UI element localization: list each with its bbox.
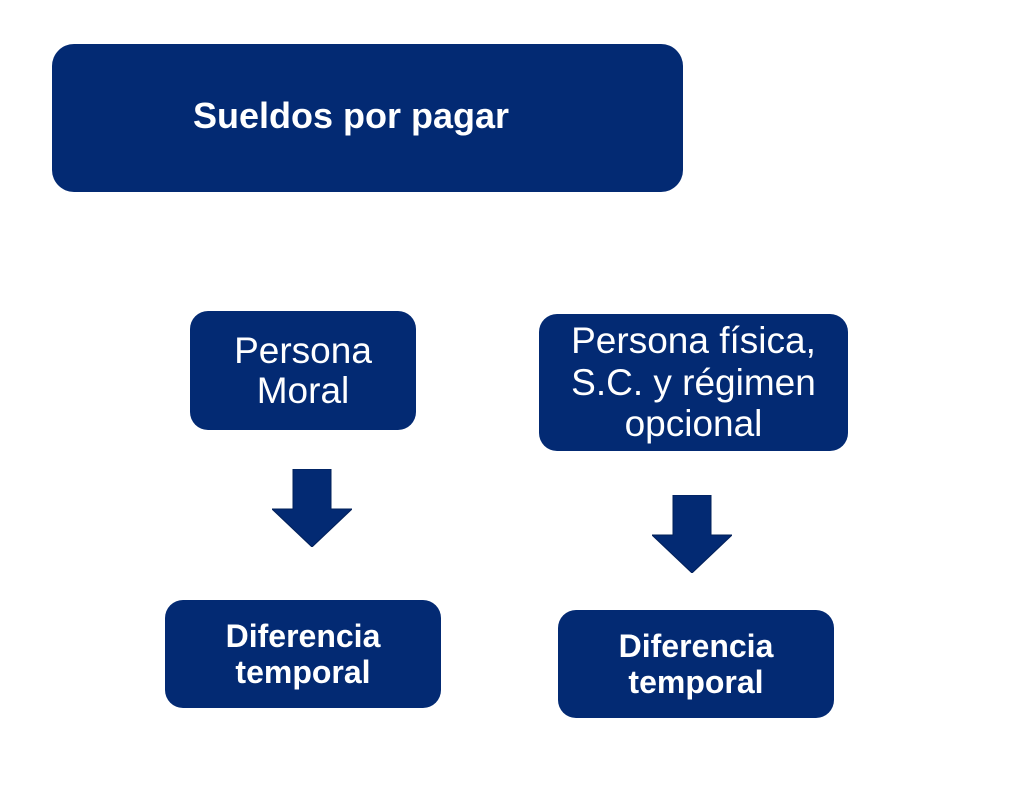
arrow-down-icon <box>272 469 352 547</box>
persona-moral-box: Persona Moral <box>190 311 416 430</box>
persona-fisica-box: Persona física, S.C. y régimen opcional <box>539 314 848 451</box>
diferencia-temporal-right-box: Diferencia temporal <box>558 610 834 718</box>
diferencia-temporal-right-label: Diferencia temporal <box>618 627 774 700</box>
arrow-down-icon <box>652 495 732 573</box>
title-text: Sueldos por pagar <box>193 95 510 136</box>
diferencia-temporal-left-label: Diferencia temporal <box>225 617 381 690</box>
title-box: Sueldos por pagar <box>52 44 683 192</box>
persona-moral-label: Persona Moral <box>234 329 372 411</box>
diferencia-temporal-left-box: Diferencia temporal <box>165 600 441 708</box>
persona-fisica-label: Persona física, S.C. y régimen opcional <box>571 320 816 445</box>
